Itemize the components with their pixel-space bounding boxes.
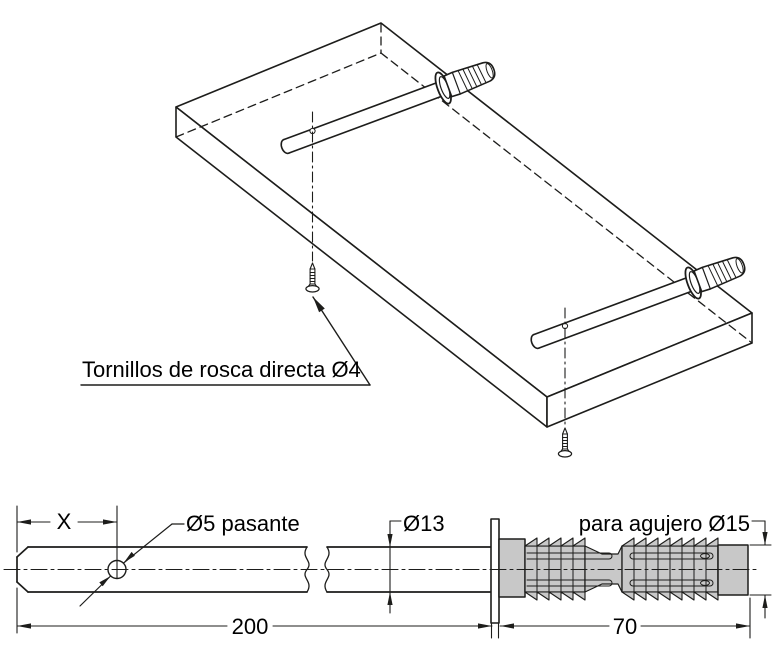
anchor-flange (490, 518, 500, 624)
dimension-anchor-hole: para agujero Ø15 (579, 511, 772, 619)
anchor-profile (490, 518, 749, 624)
anchor-length-label: 70 (613, 614, 637, 639)
screws-callout: Tornillos de rosca directa Ø4 (80, 296, 371, 386)
hole-note-label: Ø5 pasante (186, 511, 300, 536)
anchor-collar (498, 538, 526, 598)
screw-axes (311, 111, 566, 427)
dimension-rod-length: 200 (16, 587, 500, 639)
shelf-board (175, 22, 753, 428)
board-hidden-edges (175, 23, 753, 344)
anchor-fit-label: para agujero Ø15 (579, 511, 750, 536)
rod-length-label: 200 (232, 614, 269, 639)
screw-2 (557, 427, 573, 458)
screw-1 (305, 262, 320, 293)
dimension-x: X (16, 505, 118, 579)
leader-arrowhead (313, 297, 325, 313)
rod-diameter-label: Ø13 (403, 511, 445, 536)
rod-profile (16, 546, 492, 593)
dimension-x-label: X (57, 509, 72, 534)
hole-callout: Ø5 pasante (79, 511, 300, 607)
break-line-right (324, 546, 330, 593)
dimension-rod-diameter: Ø13 (387, 511, 445, 614)
screws-note-label: Tornillos de rosca directa Ø4 (82, 357, 361, 382)
dimension-anchor-length: 70 (499, 597, 751, 639)
